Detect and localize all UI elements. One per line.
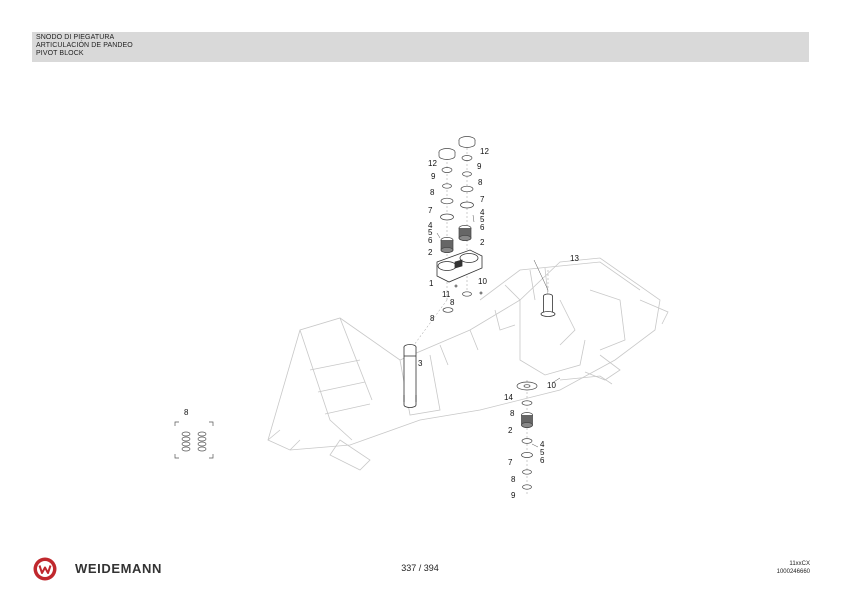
callout-8-below-block: 8 — [450, 298, 455, 307]
callout-6-upper-left: 6 — [428, 236, 433, 245]
callout-2-upper-right: 2 — [480, 238, 485, 247]
title-spanish: ARTICULACIÓN DE PANDEO — [36, 42, 133, 49]
callout-leader-lines — [436, 214, 561, 448]
callout-8-detail-inset: 8 — [184, 408, 189, 417]
lower-washers-upper-group — [442, 284, 483, 313]
model-code: 11xxCX — [789, 561, 810, 567]
callout-5-upper-right: 5 — [480, 215, 485, 224]
callout-5-upper-left: 5 — [428, 228, 433, 237]
callout-2-upper-left: 2 — [428, 248, 433, 257]
callout-4-upper-right: 4 — [480, 208, 485, 217]
callout-7-upper-left: 7 — [428, 206, 433, 215]
callout-6-lower: 6 — [540, 456, 545, 465]
frame-pin-part — [540, 293, 556, 317]
pivot-block-part — [436, 249, 483, 283]
document-reference: 11xxCX 1000246660 — [777, 560, 810, 576]
callout-11: 11 — [442, 290, 451, 299]
upper-right-part-stack — [458, 136, 476, 241]
callout-6-upper-right: 6 — [480, 223, 485, 232]
callout-13-frame-pin: 13 — [570, 254, 579, 263]
page-number: 337 / 394 — [401, 563, 439, 573]
rear-frame-drawing — [267, 257, 669, 471]
callout-9-lower: 9 — [511, 491, 516, 500]
title-english: PIVOT BLOCK — [36, 50, 84, 57]
callout-8-upper-right: 8 — [478, 178, 483, 187]
title-italian: SNODO DI PIEGATURA — [36, 34, 115, 41]
brand-name: WEIDEMANN — [75, 561, 163, 576]
callout-1-pivot-block: 1 — [429, 279, 434, 288]
callout-8-lower-stack-top: 8 — [510, 409, 515, 418]
callout-7-lower: 7 — [508, 458, 513, 467]
callout-14: 14 — [504, 393, 513, 402]
callout-4-upper-left: 4 — [428, 221, 433, 230]
callout-7-upper-right: 7 — [480, 195, 485, 204]
header-band: SNODO DI PIEGATURA ARTICULACIÓN DE PANDE… — [32, 32, 809, 62]
callout-9-upper-right: 9 — [477, 162, 482, 171]
upper-left-part-stack — [438, 148, 456, 253]
callout-12-upper-right: 12 — [480, 147, 489, 156]
callout-10-upper: 10 — [478, 277, 487, 286]
callout-12-upper-left: 12 — [428, 159, 437, 168]
callout-8-upper-left: 8 — [430, 188, 435, 197]
callout-8-lower-left: 8 — [430, 314, 435, 323]
callout-9-upper-left: 9 — [431, 172, 436, 181]
lower-part-stack — [516, 381, 538, 490]
document-number: 1000246660 — [776, 569, 810, 575]
detail-inset-part-8 — [174, 421, 214, 459]
callout-2-lower: 2 — [508, 426, 513, 435]
callout-10-lower: 10 — [547, 381, 556, 390]
callout-3-pin: 3 — [418, 359, 423, 368]
callout-8-lower-stack-bottom: 8 — [511, 475, 516, 484]
pivot-pin-part — [403, 344, 417, 408]
weidemann-logo-icon — [33, 557, 57, 581]
callout-4-lower: 4 — [540, 440, 545, 449]
callout-5-lower: 5 — [540, 448, 545, 457]
